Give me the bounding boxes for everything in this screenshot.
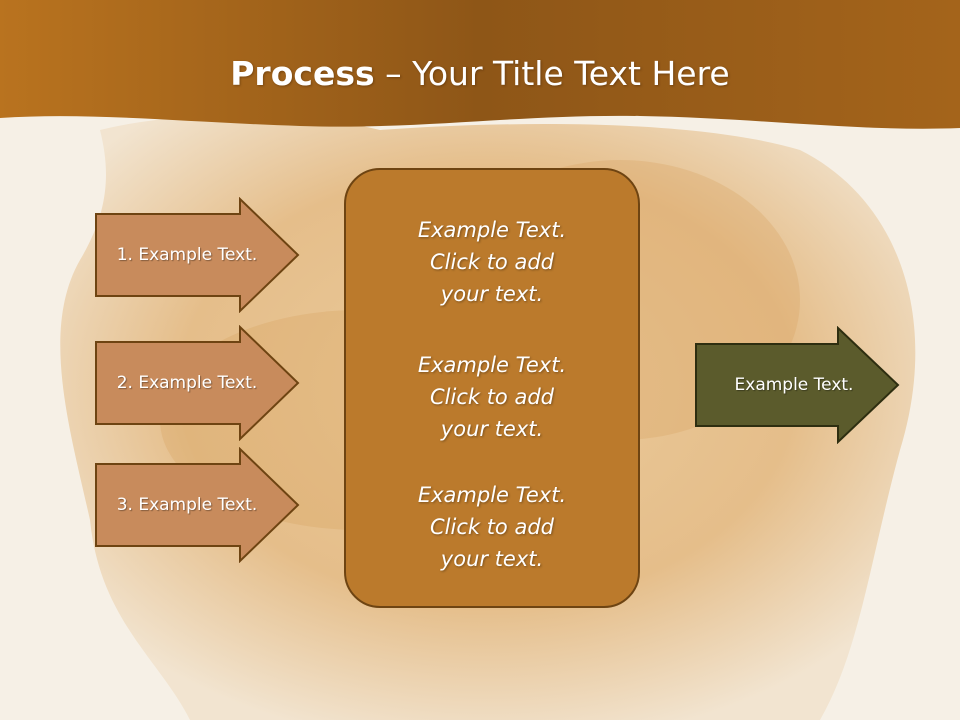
center-line: your text. xyxy=(440,417,544,441)
output-arrow-label: Example Text. xyxy=(734,375,854,395)
title-bold: Process xyxy=(230,54,375,93)
center-process-box: Example Text. Click to add your text. Ex… xyxy=(344,168,640,608)
input-arrow-3: 3. Example Text. xyxy=(94,447,300,563)
input-arrow-1: 1. Example Text. xyxy=(94,197,300,313)
center-line: Example Text. xyxy=(417,353,567,377)
center-line: your text. xyxy=(440,282,544,306)
slide-title: Process – Your Title Text Here xyxy=(0,52,960,96)
center-text-block-2: Example Text. Click to add your text. xyxy=(346,349,638,445)
header-band xyxy=(0,0,960,129)
input-arrow-label: 2. Example Text. xyxy=(116,373,258,393)
input-arrow-label: 3. Example Text. xyxy=(116,495,258,515)
center-text-block-1: Example Text. Click to add your text. xyxy=(346,214,638,310)
center-line: your text. xyxy=(440,547,544,571)
input-arrow-label: 1. Example Text. xyxy=(116,245,258,265)
center-line: Click to add xyxy=(429,385,554,409)
center-line: Click to add xyxy=(429,250,554,274)
title-rest: – Your Title Text Here xyxy=(374,54,730,93)
output-arrow: Example Text. xyxy=(694,326,900,444)
center-line: Click to add xyxy=(429,515,554,539)
center-line: Example Text. xyxy=(417,483,567,507)
center-text-block-3: Example Text. Click to add your text. xyxy=(346,479,638,575)
center-line: Example Text. xyxy=(417,218,567,242)
input-arrow-2: 2. Example Text. xyxy=(94,325,300,441)
